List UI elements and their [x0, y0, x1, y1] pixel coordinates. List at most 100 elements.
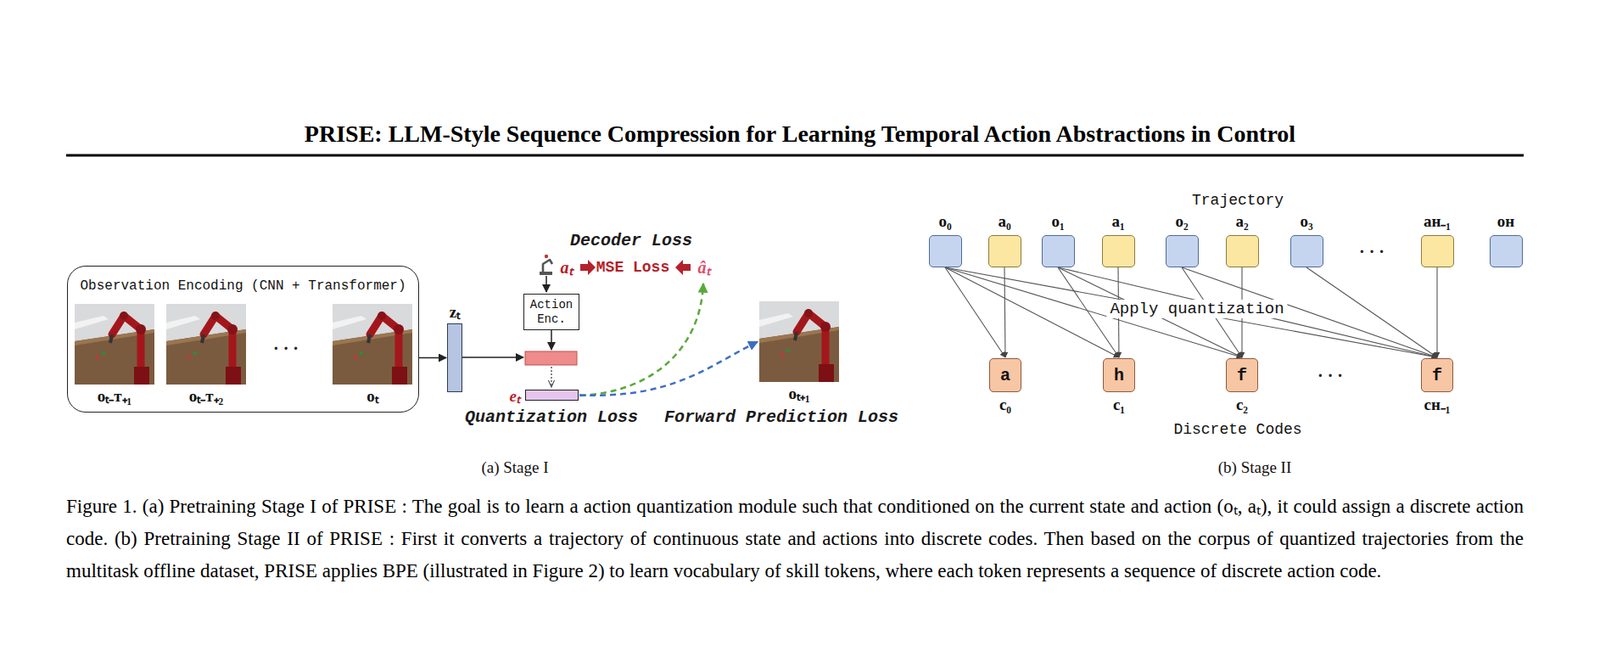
prediction-arrow — [579, 341, 758, 396]
step-box — [1041, 234, 1075, 268]
drawn-circle — [544, 254, 549, 258]
node-code: fcʜ₋₁ — [1420, 358, 1454, 414]
step-box — [1102, 234, 1136, 268]
drawn-path — [368, 334, 370, 343]
node-traj: a₁ — [1102, 212, 1136, 268]
drawn-circle — [353, 355, 358, 359]
drawn-circle — [101, 351, 106, 355]
drawn-line — [66, 154, 1524, 157]
ellipsis: · · · — [1359, 241, 1385, 262]
drawn-circle — [377, 311, 387, 320]
figure-caption: Figure 1. (a) Pretraining Stage I of PRI… — [66, 490, 1524, 588]
drawn-polygon — [759, 313, 794, 327]
drawn-line — [550, 330, 553, 350]
code-letter: f — [1432, 365, 1443, 386]
drawn-circle — [820, 321, 831, 332]
step-box — [988, 234, 1022, 268]
node-img: oₜ₊₁ — [759, 301, 840, 403]
drawn-rect — [391, 366, 408, 385]
quantization-link — [1004, 267, 1006, 358]
step-label: o₀ — [938, 212, 952, 231]
flow-arrow — [419, 357, 447, 359]
quantization-link — [1306, 267, 1438, 358]
drawn-svg — [759, 301, 840, 382]
robot-image — [74, 303, 155, 385]
step-label: a₁ — [1111, 212, 1125, 231]
node-img: oₜ₋ᴛ₊₂ — [166, 303, 247, 406]
node-traj: a₂ — [1225, 212, 1259, 268]
node-traj: o₃ — [1290, 212, 1324, 268]
predicted-action-label: âₜ — [698, 255, 711, 279]
quantization-link — [1057, 267, 1438, 358]
node-traj: o₂ — [1165, 212, 1199, 268]
frame-label: oₜ — [366, 387, 379, 406]
drawn-line — [550, 366, 552, 387]
quantization-link — [1436, 267, 1438, 358]
node-traj: aʜ₋₁ — [1420, 212, 1455, 268]
drawn-circle — [119, 311, 129, 320]
drawn-path — [203, 315, 233, 372]
step-label: a₀ — [997, 212, 1011, 231]
drawn-circle — [780, 352, 784, 357]
drawn-rect — [166, 303, 247, 385]
code-letter: h — [1113, 365, 1125, 386]
drawn-rect — [759, 301, 840, 382]
drawn-svg — [74, 303, 155, 385]
code-box: f — [1420, 358, 1454, 392]
step-label: oʜ — [1497, 212, 1515, 231]
code-vector-bar — [525, 389, 579, 401]
action-label: aₜ — [560, 255, 574, 279]
code-letter: a — [1000, 365, 1011, 386]
drawn-path — [111, 315, 141, 372]
drawn-rect — [818, 363, 834, 382]
panel-title: Observation Encoding (CNN + Transformer) — [67, 278, 419, 294]
drawn-circle — [211, 311, 220, 320]
drawn-polygon — [675, 259, 691, 275]
drawn-rect — [134, 366, 150, 385]
step-label: aʜ₋₁ — [1423, 212, 1451, 231]
node-zbar: zₜ — [447, 303, 463, 392]
quantization-link — [945, 267, 1438, 358]
robot-image — [759, 301, 840, 382]
node-traj: o₀ — [928, 212, 963, 268]
section-label: Trajectory — [1191, 191, 1284, 209]
drawn-circle — [786, 348, 790, 353]
step-label: o₂ — [1174, 212, 1188, 231]
encoder-box: Action Enc. — [523, 293, 580, 331]
step-box — [1420, 234, 1455, 268]
loss-title: Decoder Loss — [570, 230, 693, 251]
node-code: hc₁ — [1102, 358, 1136, 414]
drawn-circle — [359, 351, 364, 355]
drawn-line — [462, 356, 524, 359]
drawn-path — [794, 331, 797, 341]
subfigure-label: (a) Stage I — [481, 458, 549, 477]
drawn-circle — [393, 324, 404, 335]
step-box — [1290, 234, 1324, 268]
drawn-circle — [227, 324, 238, 335]
drawn-polygon — [74, 315, 109, 330]
drawn-circle — [135, 324, 146, 335]
code-letter: f — [1236, 365, 1248, 386]
drawn-circle — [95, 355, 100, 359]
section-label: Discrete Codes — [1173, 420, 1302, 438]
quantization-link — [945, 267, 1006, 358]
drawn-polygon — [332, 315, 367, 330]
drawn-rect — [225, 366, 241, 385]
drawn-svg — [166, 303, 247, 385]
ellipsis: · · · — [273, 338, 299, 359]
node-traj: o₁ — [1041, 212, 1075, 268]
step-label: o₃ — [1299, 212, 1313, 231]
step-label: o₁ — [1051, 212, 1064, 231]
code-index: c₂ — [1236, 396, 1248, 414]
process-label: Apply quantization — [1106, 299, 1287, 319]
ellipsis: · · · — [1317, 365, 1343, 386]
subfigure-label: (b) Stage II — [1218, 458, 1293, 477]
node-traj: a₀ — [988, 212, 1022, 268]
code-box: f — [1225, 358, 1259, 392]
drawn-polygon — [580, 259, 596, 275]
drawn-circle — [187, 355, 191, 359]
loss-title: Quantization Loss — [464, 407, 638, 427]
drawn-rect — [332, 303, 413, 385]
robot-image — [332, 303, 413, 385]
node-img: oₜ₋ᴛ₊₁ — [74, 303, 155, 406]
